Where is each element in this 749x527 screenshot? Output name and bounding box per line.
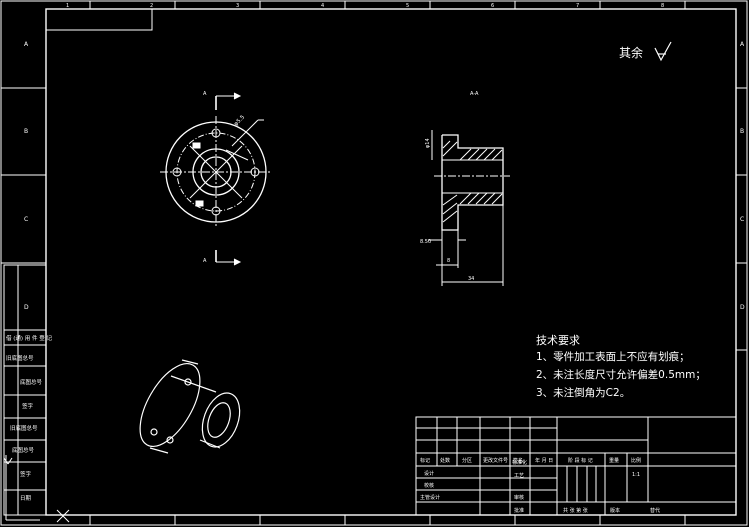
stage-header: 阶 段 标 记 (568, 457, 593, 464)
person-row-mid: 标准化 (512, 459, 527, 466)
title-block-text: 标记 处数 分区 更改文件号 签名 年 月 日 设计 校核 主管设计 标准化 工… (420, 457, 660, 514)
replace-label: 替代 (650, 507, 660, 514)
person-row: 校核 (424, 482, 434, 489)
rev-header: 年 月 日 (535, 457, 553, 464)
zone-letter: B (740, 128, 744, 135)
cut-label-top: A (203, 91, 207, 97)
flange-thickness-dimension: 8.50 (420, 239, 431, 245)
strip-label: 底图总号 (12, 446, 35, 454)
ucs-icon (3, 455, 70, 523)
zone-letter: D (24, 304, 29, 311)
tech-item: 3、未注倒角为C2。 (536, 386, 630, 399)
section-view (428, 130, 510, 286)
section-title: A-A (470, 91, 479, 97)
person-row: 主管设计 (420, 494, 440, 501)
person-row-mid: 工艺 (514, 473, 524, 479)
person-row: 设计 (424, 470, 434, 477)
stage-header: 重量 (609, 457, 619, 464)
tech-requirements: 技术要求 1、零件加工表面上不应有划痕； 2、未注长度尺寸允许偏差0.5mm； … (536, 334, 706, 399)
zone-number: 4 (321, 3, 324, 9)
strip-label: 底图总号 (20, 378, 43, 386)
zone-number: 3 (236, 3, 239, 9)
strip-label: 旧底图总号 (6, 354, 34, 362)
cut-label-bottom: A (203, 258, 207, 264)
zone-letter: A (740, 41, 745, 48)
side-zone-ticks (1, 87, 747, 351)
zone-number: 1 (66, 3, 69, 9)
zone-number: 6 (491, 3, 494, 9)
bore-dimension: φ14 (425, 138, 431, 148)
tech-item: 2、未注长度尺寸允许偏差0.5mm； (536, 368, 706, 381)
strip-label: 旧底图总号 (10, 424, 38, 432)
zone-number: 7 (576, 3, 579, 9)
person-row-mid: 批准 (514, 507, 524, 514)
left-strip-table (3, 264, 47, 516)
zone-letter: C (24, 216, 28, 223)
tech-title: 技术要求 (536, 334, 580, 347)
roughness-note: 其余 (619, 41, 672, 62)
top-zone-ticks (89, 1, 686, 525)
strip-label: 签字 (20, 470, 32, 478)
zone-letter: C (740, 216, 744, 223)
title-block-grid (415, 416, 737, 516)
zone-number: 2 (150, 3, 153, 9)
zone-number: 5 (406, 3, 409, 9)
top-zone-numbers: 1 2 3 4 5 6 7 8 (66, 3, 664, 9)
step-dimension: 8 (447, 258, 450, 264)
length-dimension: 34 (468, 276, 474, 282)
version-label: 版本 (610, 507, 620, 514)
isometric-view (139, 359, 241, 454)
strip-label: 借 (通) 用 件 登 记 (6, 334, 53, 342)
front-view (160, 92, 272, 266)
inner-border (45, 8, 737, 516)
side-zone-letters: A B C D A B C D (24, 41, 745, 311)
rev-header: 分区 (462, 457, 472, 464)
top-left-box (45, 8, 153, 31)
zone-letter: A (24, 41, 29, 48)
rev-header: 标记 (420, 457, 430, 464)
zone-letter: B (24, 128, 28, 135)
rev-header: 更改文件号 (483, 457, 508, 464)
zone-letter: D (740, 304, 745, 311)
tech-item: 1、零件加工表面上不应有划痕； (536, 350, 690, 363)
sheet-row: 共 张 第 张 (563, 507, 588, 514)
roughness-check-icon (654, 41, 672, 62)
strip-label: 日期 (20, 495, 32, 502)
rev-header: 处数 (440, 457, 450, 464)
left-strip-labels: 借 (通) 用 件 登 记 旧底图总号 底图总号 签字 旧底图总号 底图总号 签… (6, 334, 53, 502)
scale-value: 1:1 (632, 472, 640, 478)
person-row-mid: 审核 (514, 494, 524, 501)
hole-dimension: φ5.5 (233, 114, 246, 127)
rev-header: 签名 (513, 457, 523, 464)
roughness-label: 其余 (619, 45, 643, 60)
strip-label: 签字 (22, 402, 34, 410)
zone-number: 8 (661, 3, 664, 9)
stage-header: 比例 (631, 457, 641, 464)
